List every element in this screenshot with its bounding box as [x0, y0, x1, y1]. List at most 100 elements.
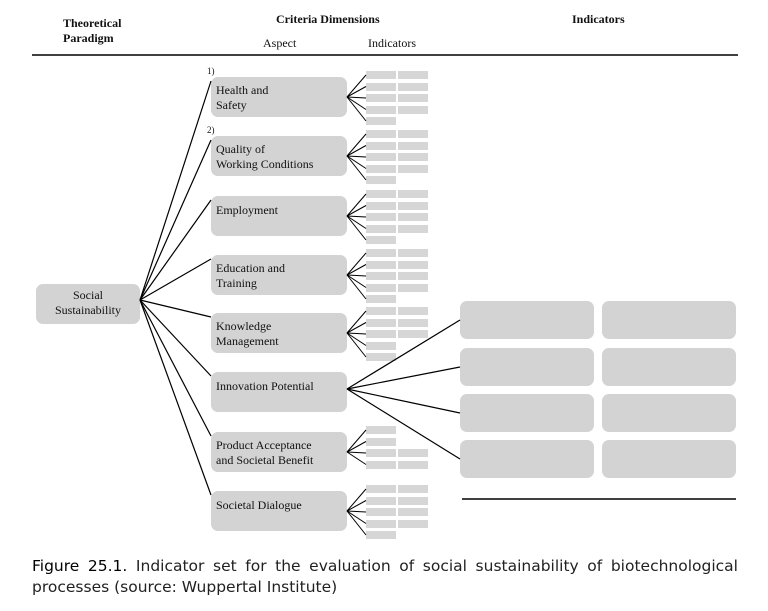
indicator-connector	[346, 429, 367, 453]
indicator-connector	[346, 510, 367, 513]
indicator-cell	[366, 508, 396, 516]
indicator-cell	[366, 330, 396, 338]
indicator-cell	[366, 249, 396, 257]
indicator-cell	[366, 176, 396, 184]
indicator-connector	[346, 215, 367, 229]
caption-prefix: Figure 25.1.	[32, 557, 128, 575]
indicator-connector	[346, 274, 367, 300]
indicator-cell	[366, 141, 396, 150]
indicator-connector	[346, 332, 367, 335]
indicator-connector	[346, 74, 367, 98]
indicator-connector	[346, 510, 367, 524]
indicator-cell	[366, 260, 396, 269]
indicator-cell	[398, 224, 428, 233]
indicator-cell	[366, 201, 396, 210]
indicator-cell	[398, 164, 428, 173]
indicator-cell	[366, 130, 396, 138]
indicator-box	[460, 301, 594, 339]
indicator-box	[602, 348, 736, 386]
header-indicators: Indicators	[572, 12, 625, 26]
indicator-connector	[346, 133, 367, 157]
indicator-connector	[346, 264, 367, 276]
indicator-connector	[346, 332, 367, 346]
indicator-cell	[398, 153, 428, 161]
indicator-cell	[398, 213, 428, 221]
indicator-connector	[346, 500, 367, 512]
indicator-connector	[346, 441, 367, 453]
indicator-connector	[346, 274, 367, 277]
indicator-cell	[366, 485, 396, 493]
indicator-cell	[398, 130, 428, 138]
indicator-connector	[346, 252, 367, 276]
indicator-cell	[398, 307, 428, 315]
indicator-cell	[398, 249, 428, 257]
indicator-cell	[398, 318, 428, 327]
indicator-cell	[366, 224, 396, 233]
indicator-connector	[346, 155, 367, 169]
indicator-cell	[366, 295, 396, 303]
indicator-cell	[366, 460, 396, 469]
indicator-connector	[346, 205, 367, 217]
header-aspect: Aspect	[263, 36, 297, 50]
indicator-cell	[366, 117, 396, 125]
indicator-connector	[346, 451, 367, 465]
aspect-quality-of-working-conditions: Quality of Working Conditions	[211, 136, 347, 176]
indicator-cell	[366, 236, 396, 244]
indicator-cell	[398, 94, 428, 102]
indicator-cell	[366, 426, 396, 434]
indicator-connector	[346, 488, 367, 512]
aspect-knowledge-management: Knowledge Management	[211, 313, 347, 353]
indicator-connector	[346, 145, 367, 157]
indicator-cell	[366, 531, 396, 539]
indicator-cell	[398, 330, 428, 338]
marker-1: 1)	[207, 66, 215, 76]
indicator-box	[460, 348, 594, 386]
indicator-cell	[366, 105, 396, 114]
indicator-connector	[346, 155, 367, 158]
header-criteria-dimensions: Criteria Dimensions	[276, 12, 380, 26]
indicator-connector	[346, 332, 367, 358]
indicator-connector	[346, 451, 367, 454]
indicator-cell	[366, 496, 396, 505]
indicator-cell	[366, 190, 396, 198]
indicator-cell	[366, 71, 396, 79]
indicator-connector	[346, 96, 367, 110]
indicator-connector	[346, 215, 367, 218]
indicator-cell	[398, 260, 428, 269]
indicator-box	[460, 440, 594, 478]
indicator-box	[602, 394, 736, 432]
indicator-cell	[366, 164, 396, 173]
indicator-cell	[366, 341, 396, 350]
indicator-cell	[398, 485, 428, 493]
indicator-cell	[366, 213, 396, 221]
indicator-cell	[366, 153, 396, 161]
indicator-cell	[398, 190, 428, 198]
indicator-connector	[346, 155, 367, 181]
indicator-cell	[366, 353, 396, 361]
indicator-cell	[366, 307, 396, 315]
indicator-cell	[398, 82, 428, 91]
indicator-connector	[346, 96, 367, 99]
indicator-cell	[398, 201, 428, 210]
indicator-cell	[366, 519, 396, 528]
root-social-sustainability: Social Sustainability	[36, 284, 140, 324]
aspect-innovation-potential: Innovation Potential	[211, 372, 347, 412]
indicator-cell	[398, 508, 428, 516]
indicator-cell	[366, 94, 396, 102]
indicator-cell	[398, 71, 428, 79]
indicator-cell	[366, 283, 396, 292]
indicator-connector	[346, 215, 367, 241]
indicator-cell	[366, 272, 396, 280]
indicator-cell	[366, 437, 396, 446]
header-theoretical-paradigm: Theoretical Paradigm	[63, 16, 122, 45]
indicator-cell	[398, 460, 428, 469]
aspect-employment: Employment	[211, 196, 347, 236]
indicator-cell	[398, 449, 428, 457]
indicator-connector	[346, 193, 367, 217]
caption-text: Indicator set for the evaluation of soci…	[32, 557, 738, 596]
aspect-societal-dialogue: Societal Dialogue	[211, 491, 347, 531]
aspect-health-and-safety: Health and Safety	[211, 77, 347, 117]
aspect-education-and-training: Education and Training	[211, 255, 347, 295]
indicator-connector	[346, 322, 367, 334]
